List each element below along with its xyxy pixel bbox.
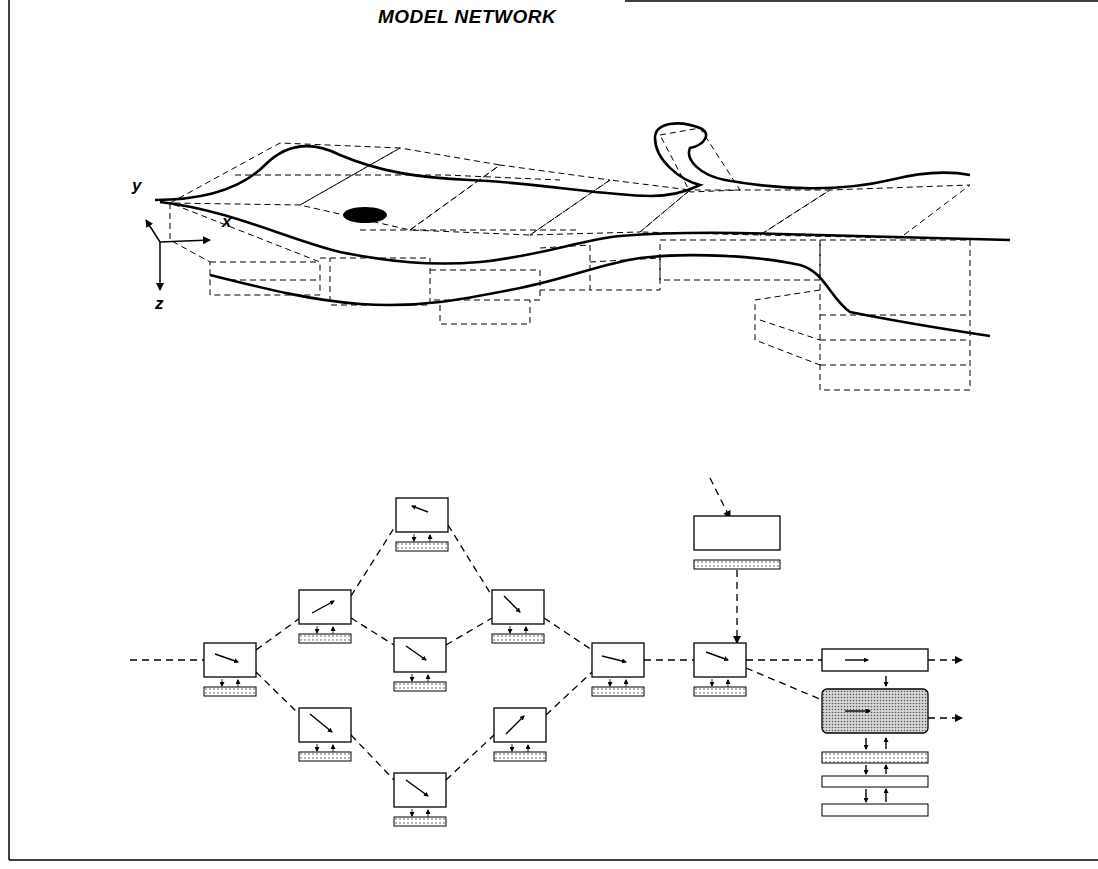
- network-link: [130, 659, 204, 660]
- flow-arrow: [406, 780, 428, 796]
- axis-y: [146, 220, 160, 242]
- network-link: [448, 525, 492, 596]
- network-link: [256, 672, 300, 715]
- network-link: [746, 659, 822, 660]
- grid-cell: [430, 270, 540, 324]
- segment-box: [394, 638, 446, 691]
- segment-box: [299, 708, 351, 761]
- network-link: [928, 717, 962, 718]
- network-cells: [204, 498, 928, 826]
- exchange-arrow: [885, 738, 886, 749]
- exchange-arrow: [885, 676, 886, 686]
- flow-arrow: [602, 656, 626, 662]
- segment-box: [494, 708, 546, 761]
- grid-cell: [760, 185, 970, 238]
- grid-cell: [320, 258, 430, 305]
- segment-box: [694, 643, 746, 696]
- grid-line: [360, 230, 580, 231]
- grid-cell: [300, 148, 500, 230]
- axis-label: x: [222, 212, 231, 232]
- segment-box: [204, 643, 256, 696]
- exchange-arrow: [865, 789, 866, 802]
- river-bed: [210, 255, 990, 336]
- flow-arrow: [845, 710, 870, 711]
- sediment-layer: [822, 776, 928, 787]
- grid-cells: [170, 128, 970, 390]
- network-links: [130, 478, 962, 780]
- frame-line: [625, 0, 1098, 2]
- axis-x: [160, 240, 210, 242]
- layer-box: [822, 649, 928, 671]
- grid-cell: [640, 190, 830, 235]
- exchange-arrow: [885, 789, 886, 802]
- river-bank: [160, 202, 1010, 264]
- flow-arrow: [706, 652, 728, 660]
- river-outline: [155, 123, 1010, 336]
- tributary-box: [694, 516, 780, 550]
- exchange-arrow: [885, 765, 886, 774]
- flow-arrow: [310, 714, 332, 732]
- network-link: [351, 618, 394, 645]
- segment-box: [299, 590, 351, 643]
- flow-arrow: [412, 506, 428, 512]
- flow-arrow: [215, 654, 238, 662]
- network-link: [644, 659, 694, 660]
- frame-line: [8, 0, 10, 860]
- axis-z: [159, 242, 161, 290]
- network-link: [710, 478, 730, 518]
- network-link: [746, 668, 822, 700]
- layer-box-shaded: [822, 689, 928, 733]
- flow-arrow: [506, 716, 524, 734]
- frame-line: [9, 859, 1098, 861]
- grid-line: [210, 262, 320, 280]
- network-link: [351, 735, 394, 780]
- flow-arrow: [312, 601, 334, 613]
- segment-box: [592, 643, 644, 696]
- exchange-arrow: [865, 738, 866, 749]
- grid-cell: [170, 203, 320, 295]
- flow-arrow: [504, 596, 520, 612]
- grid-cell: [660, 128, 740, 192]
- network-link: [351, 525, 396, 596]
- diagram-title: MODEL NETWORK: [378, 6, 556, 28]
- sediment-layer: [694, 560, 780, 569]
- network-link: [256, 618, 300, 650]
- flow-arrow: [406, 646, 426, 660]
- grid-cell: [660, 240, 820, 280]
- network-link: [544, 618, 592, 650]
- sediment-layer: [822, 804, 928, 816]
- sediment-layer: [822, 752, 928, 763]
- axis-label: z: [155, 294, 164, 314]
- network-link: [736, 570, 737, 643]
- grid-line: [235, 175, 560, 180]
- segment-box: [394, 773, 446, 826]
- river-bank: [155, 123, 970, 200]
- network-link: [446, 735, 494, 780]
- segment-box: [492, 590, 544, 643]
- segment-box: [396, 498, 448, 551]
- axes: [146, 220, 210, 290]
- exchange-arrow: [865, 765, 866, 774]
- network-link: [546, 672, 592, 715]
- network-link: [928, 659, 962, 660]
- axis-label: y: [132, 176, 141, 196]
- flow-arrow: [845, 659, 868, 660]
- discharge-point: [343, 207, 387, 223]
- network-link: [446, 618, 492, 645]
- flow-arrows: [215, 506, 886, 802]
